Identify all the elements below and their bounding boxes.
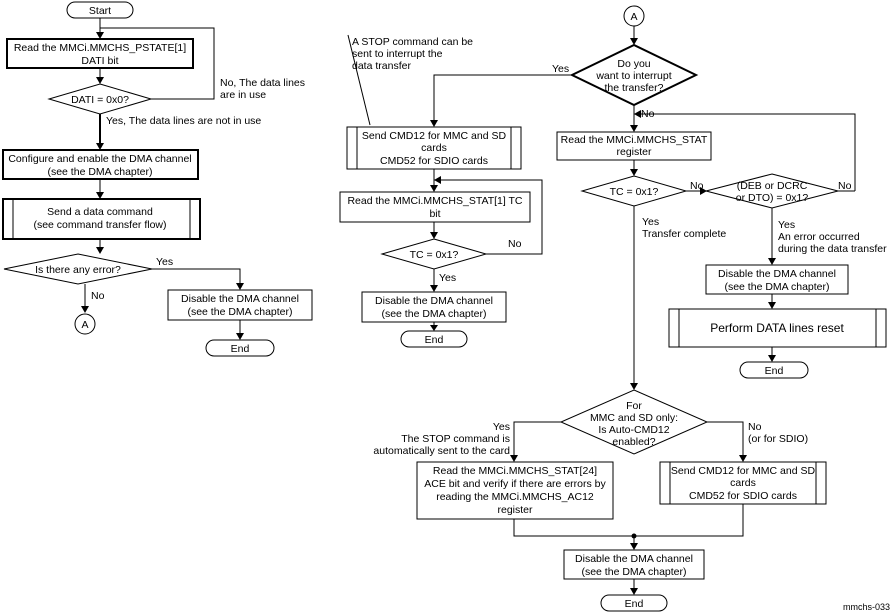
tc-decision-right-label: TC = 0x1?	[610, 186, 659, 198]
auto-cmd12-decision	[559, 389, 709, 455]
final-end-terminator	[600, 594, 668, 612]
disable-dma-middle-line1: Disable the DMA channel	[375, 295, 493, 307]
tc-right-yes-line1: Yes	[642, 216, 659, 228]
end-right-terminator	[739, 361, 809, 379]
error-check-yes-line1: Yes	[778, 219, 795, 231]
tc-middle-no-label: No	[508, 238, 522, 250]
interrupt-decision-line1: Do you	[617, 58, 650, 70]
dati-yes-label: Yes, The data lines are not in use	[106, 115, 261, 127]
send-cmd12-right-line1: Send CMD12 for MMC and SD	[671, 465, 816, 477]
read-stat24-line4: register	[497, 504, 533, 516]
send-cmd12-middle-box	[346, 126, 522, 170]
stop-note-line1: A STOP command can be	[352, 36, 473, 48]
read-pstate-line2: DATI bit	[81, 55, 118, 67]
end-left-label: End	[231, 343, 250, 355]
auto-no-line1: No	[748, 421, 762, 433]
end-left-terminator	[205, 339, 275, 357]
disable-dma-right-line2: (see the DMA chapter)	[724, 281, 829, 293]
tc-right-yes-line2: Transfer complete	[642, 228, 726, 240]
end-right-label: End	[765, 365, 784, 377]
read-stat1-line2: bit	[429, 208, 440, 220]
disable-dma-left-box	[167, 289, 313, 321]
disable-dma-right-line1: Disable the DMA channel	[718, 268, 836, 280]
final-disable-dma-line1: Disable the DMA channel	[575, 553, 693, 565]
error-check-yes-line3: during the data transfer	[778, 243, 887, 255]
end-middle-terminator	[400, 330, 468, 348]
disable-dma-right-box	[705, 264, 849, 295]
error-no-label: No	[91, 290, 105, 302]
read-pstate-line1: Read the MMCi.MMCHS_PSTATE[1]	[14, 42, 186, 54]
error-decision-label: Is there any error?	[35, 264, 121, 276]
auto-cmd12-line2: MMC and SD only:	[590, 412, 678, 424]
read-pstate-box	[6, 38, 194, 69]
send-data-command-line1: Send a data command	[47, 206, 153, 218]
final-end-label: End	[625, 598, 644, 610]
final-disable-dma-box	[563, 549, 705, 580]
read-stat1-box	[339, 191, 531, 223]
disable-dma-middle-box	[361, 291, 507, 323]
stop-note-line3: data transfer	[352, 60, 411, 72]
error-check-line1: (DEB or DCRC	[737, 180, 808, 192]
data-lines-reset-label: Perform DATA lines reset	[710, 321, 844, 335]
read-stat1-line1: Read the MMCi.MMCHS_STAT[1] TC	[347, 195, 522, 207]
send-cmd12-middle-line2: cards	[421, 142, 447, 154]
auto-cmd12-line4: enabled?	[612, 436, 655, 448]
dati-decision-label: DATI = 0x0?	[71, 94, 129, 106]
error-check-yes-line2: An error occurred	[778, 231, 860, 243]
error-check-no-label: No	[838, 180, 852, 192]
error-check-line2: or DTO) = 0x1?	[736, 192, 809, 204]
stop-note-line2: sent to interrupt the	[352, 48, 443, 60]
send-cmd12-right-line2: cards	[730, 477, 756, 489]
auto-yes-line3: automatically sent to the card	[373, 445, 510, 457]
read-stat24-line3: reading the MMCi.MMCHS_AC12	[436, 491, 594, 503]
send-cmd12-middle-line1: Send CMD12 for MMC and SD	[362, 130, 507, 142]
auto-yes-line1: Yes	[493, 421, 510, 433]
auto-cmd12-line3: Is Auto-CMD12	[598, 424, 669, 436]
read-stat24-box	[416, 461, 614, 520]
auto-cmd12-line1: For	[626, 400, 642, 412]
read-stat24-line2: ACE bit and verify if there are errors b…	[424, 478, 606, 490]
read-stat24-line1: Read the MMCi.MMCHS_STAT[24]	[433, 465, 597, 477]
error-decision	[3, 253, 153, 285]
send-cmd12-middle-line3: CMD52 for SDIO cards	[380, 155, 488, 167]
disable-dma-left-line2: (see the DMA chapter)	[187, 306, 292, 318]
send-cmd12-right-line3: CMD52 for SDIO cards	[689, 490, 797, 502]
disable-dma-middle-line2: (see the DMA chapter)	[381, 308, 486, 320]
dati-no-line1: No, The data lines	[220, 77, 305, 89]
read-stat-line2: register	[616, 146, 652, 158]
auto-yes-line2: The STOP command is	[401, 433, 510, 445]
connector-a-right-label: A	[630, 11, 637, 23]
configure-dma-line2: (see the DMA chapter)	[47, 166, 152, 178]
connector-a-left-label: A	[81, 319, 88, 331]
final-disable-dma-line2: (see the DMA chapter)	[581, 566, 686, 578]
configure-dma-box	[2, 149, 199, 180]
error-yes-label: Yes	[156, 256, 173, 268]
send-data-command-line2: (see command transfer flow)	[33, 219, 166, 231]
interrupt-yes-label: Yes	[552, 63, 569, 75]
send-data-command-box	[2, 198, 201, 240]
send-cmd12-right-box	[659, 461, 827, 505]
read-stat-box	[556, 131, 712, 161]
tc-right-no-label: No	[690, 180, 704, 192]
auto-no-line2: (or for SDIO)	[748, 433, 808, 445]
configure-dma-line1: Configure and enable the DMA channel	[8, 153, 191, 165]
figure-id: mmchs-033	[843, 602, 890, 612]
tc-middle-yes-label: Yes	[439, 272, 456, 284]
interrupt-decision-line2: want to interrupt	[595, 70, 671, 82]
tc-decision-middle-label: TC = 0x1?	[410, 249, 459, 261]
start-label: Start	[89, 5, 111, 17]
interrupt-decision-line3: the transfer?	[605, 82, 664, 94]
disable-dma-left-line1: Disable the DMA channel	[181, 293, 299, 305]
data-lines-reset-box	[668, 308, 887, 348]
connector-a-left	[74, 313, 96, 335]
end-middle-label: End	[425, 334, 444, 346]
read-stat-line1: Read the MMCi.MMCHS_STAT	[561, 134, 708, 146]
dati-no-line2: are in use	[220, 89, 266, 101]
